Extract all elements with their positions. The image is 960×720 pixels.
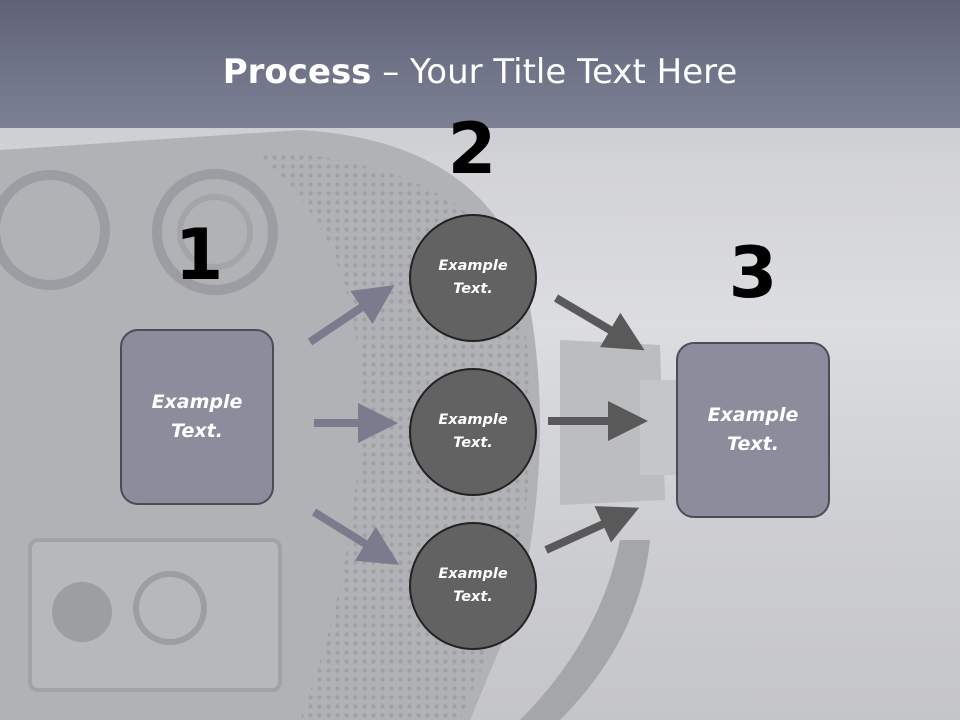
step-1-text-line2: Text. [171, 420, 223, 442]
step-2-circle-middle: Example Text. [409, 368, 537, 496]
arrow-2-bottom-to-3 [544, 506, 640, 554]
arrow-2-top-to-3 [553, 294, 645, 351]
circle-middle-line2: Text. [453, 435, 493, 451]
circle-bottom-line1: Example [438, 566, 508, 582]
step-2-circle-bottom: Example Text. [409, 522, 537, 650]
slide-title: Process – Your Title Text Here [0, 52, 960, 92]
circle-bottom-text: Example Text. [418, 563, 528, 609]
arrow-1-to-2-top [307, 285, 395, 346]
circle-middle-text: Example Text. [418, 409, 528, 455]
step-number-2: 2 [447, 108, 497, 190]
step-1-text: Example Text. [127, 388, 267, 446]
step-3-text-line1: Example [707, 404, 799, 426]
circle-top-text: Example Text. [418, 255, 528, 301]
circle-bottom-line2: Text. [453, 589, 493, 605]
step-1-text-line1: Example [151, 391, 243, 413]
step-3-box: Example Text. [676, 342, 830, 518]
title-rest: – Your Title Text Here [371, 52, 738, 92]
step-3-text-line2: Text. [727, 433, 779, 455]
step-number-3: 3 [728, 232, 778, 314]
circle-middle-line1: Example [438, 412, 508, 428]
title-bold: Process [222, 52, 372, 92]
step-number-1: 1 [174, 214, 224, 296]
title-band [0, 0, 960, 128]
step-2-circle-top: Example Text. [409, 214, 537, 342]
circle-top-line1: Example [438, 258, 508, 274]
step-3-text: Example Text. [683, 401, 823, 459]
arrow-1-to-2-bottom [311, 508, 400, 565]
circle-top-line2: Text. [453, 281, 493, 297]
step-1-box: Example Text. [120, 329, 274, 505]
